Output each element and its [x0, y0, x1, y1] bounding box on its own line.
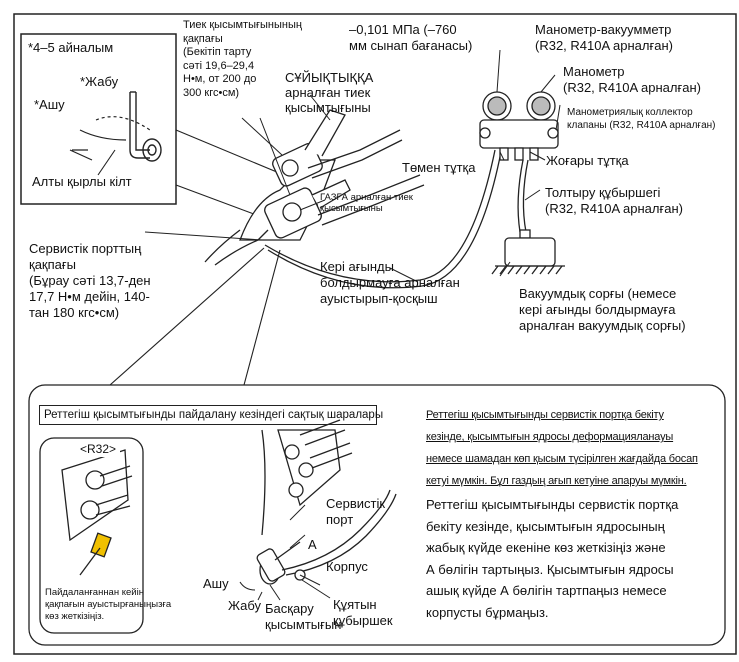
low-handle-label: Төмен тұтқа: [402, 160, 476, 175]
outer-frame: [13, 13, 737, 655]
caution-pane: [28, 384, 726, 646]
gas-valve-label: ГАЗҒА арналған тиек қысымтығыны: [320, 192, 413, 214]
service-port-valve-icon: [261, 419, 353, 536]
r32-valve-icon: [61, 449, 133, 576]
hose-lines: [204, 149, 529, 289]
body-label: Корпус: [326, 559, 368, 574]
manifold-valve-label: Манометриялық коллектор клапаны (R32, R4…: [567, 107, 716, 131]
hex-turns-label: *4–5 айналым: [28, 40, 114, 55]
caution-title: Реттегіш қысымтығынды пайдалану кезіндег…: [44, 409, 384, 421]
open-label: Ашу: [203, 576, 229, 591]
after-use-label: Пайдаланғаннан кейін қақпағын ауыстырған…: [45, 587, 172, 622]
charge-hose-caution-label: Құятын құбыршек: [333, 597, 393, 628]
r32-inset: [39, 437, 144, 634]
part-a-label: A: [308, 537, 317, 552]
pressure-gauge-label: Манометр (R32, R410A арналған): [563, 64, 701, 95]
service-port-label: Сервистік порт: [326, 496, 386, 527]
hex-key-label: Алты қырлы кілт: [32, 174, 132, 189]
caution-title-box: Реттегіш қысымтығынды пайдалану кезіндег…: [39, 405, 384, 425]
high-handle-label: Жоғары тұтқа: [546, 153, 629, 168]
liquid-valve-label: СҰЙЫҚТЫҚҚА арналған тиек қысымтығыны: [285, 70, 374, 115]
valve-cap-label: Тиек қысымтығынының қақпағы (Бекітіп тар…: [183, 19, 302, 99]
control-valve-label: Басқару қысымтығын: [265, 601, 342, 632]
pressure-reading-label: –0,101 МПа (–760 мм сынап бағанасы): [349, 22, 473, 53]
hex-open-label: *Ашу: [34, 97, 65, 112]
compound-gauge-label: Манометр-вакуумметр (R32, R410A арналған…: [535, 22, 673, 53]
service-cap-label: Сервистік порттың қақпағы (Бұрау сәті 13…: [29, 241, 151, 320]
hex-key-icon: [69, 91, 162, 162]
instruction-text: Реттегіш қысымтығынды сервистік портқа б…: [426, 497, 679, 620]
r32-label: <R32>: [76, 442, 121, 457]
vacuum-pump-icon: [491, 229, 565, 275]
vacuum-pump-label: Вакуумдық сорғы (немесе кері ағынды болд…: [519, 286, 686, 333]
close-label: Жабу: [228, 598, 262, 613]
hex-key-box: [20, 33, 177, 205]
backflow-adapter-label: Кері ағынды болдырмауға арналған ауыстыр…: [320, 259, 460, 306]
hex-close-label: *Жабу: [80, 74, 119, 89]
warning-text: Реттегіш қысымтығынды сервистік портқа б…: [426, 409, 698, 487]
gauge-manifold-icon: [479, 91, 559, 161]
valve-assembly-icon: [239, 109, 425, 241]
charge-hose-label: Толтыру құбыршегі (R32, R410A арналған): [545, 185, 683, 216]
